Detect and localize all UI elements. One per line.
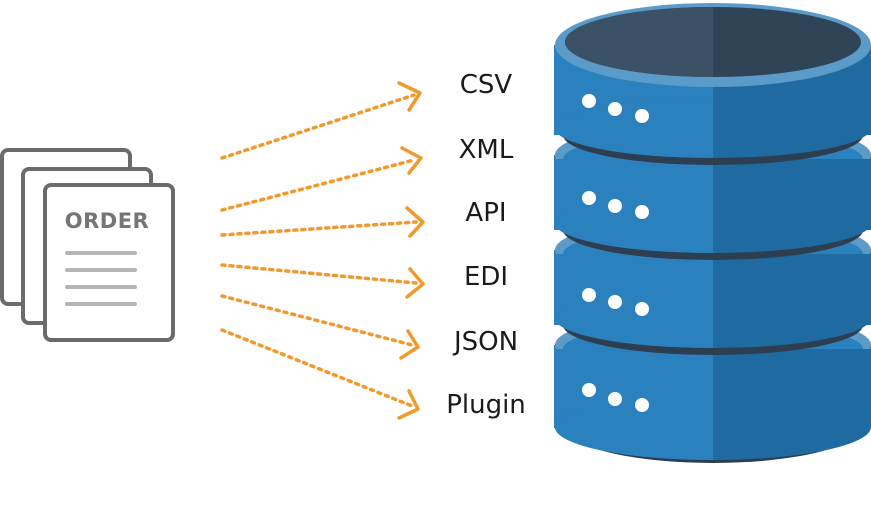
database-icon	[554, 3, 871, 463]
format-label-csv: CSV	[460, 70, 513, 100]
document-text-lines	[65, 251, 137, 306]
format-label-edi: EDI	[464, 262, 508, 292]
format-label-json: JSON	[452, 327, 518, 357]
format-label-xml: XML	[459, 135, 514, 165]
format-label-api: API	[465, 198, 506, 228]
order-documents-icon: ORDER	[0, 148, 175, 342]
arrow-xml	[220, 146, 423, 212]
arrow-edi	[220, 263, 425, 299]
format-labels: CSV XML API EDI JSON Plugin	[446, 70, 526, 420]
arrow-json	[220, 294, 420, 360]
arrow-api	[220, 206, 425, 238]
database-tier-1	[554, 3, 871, 165]
document-title: ORDER	[65, 209, 149, 233]
document-front	[43, 183, 175, 342]
arrow-csv	[220, 81, 422, 160]
arrow-plugin	[220, 328, 420, 420]
format-label-plugin: Plugin	[446, 390, 526, 420]
format-arrows	[220, 81, 425, 420]
